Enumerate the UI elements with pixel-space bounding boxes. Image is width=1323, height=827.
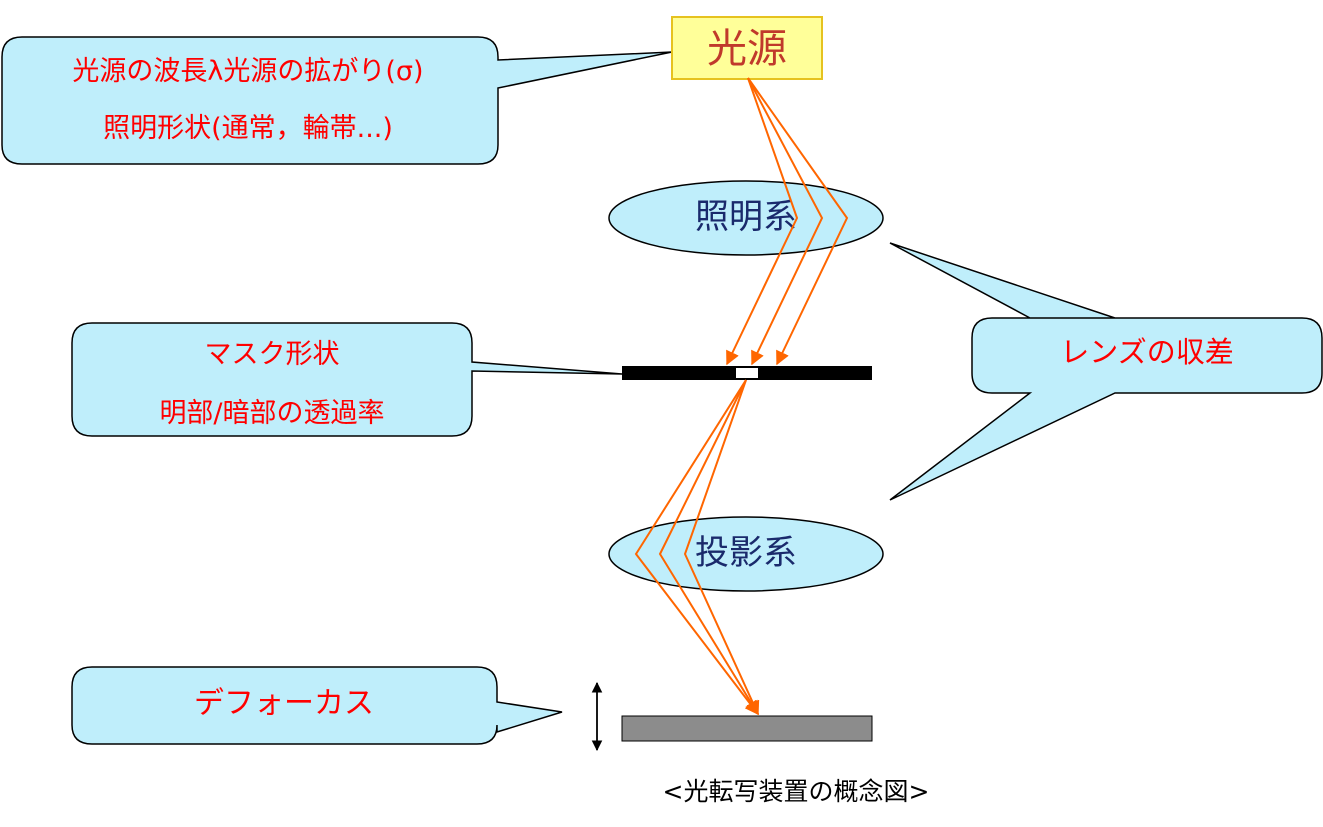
projection-lens	[608, 516, 884, 592]
illumination-ray-2	[747, 77, 824, 366]
light-source-box	[671, 16, 823, 80]
illumination-rays	[726, 77, 849, 366]
defocus-callout-text: デフォーカス	[194, 686, 374, 721]
illumination-lens-label: 照明系	[695, 197, 797, 237]
projection-ray-3	[683, 379, 760, 716]
light-source-callout	[1, 36, 673, 165]
mask-opening	[736, 368, 758, 378]
light-source-callout-line2: 照明形状(通常，輪帯...)	[103, 113, 393, 144]
projection-ray-1	[634, 379, 759, 716]
illumination-ray-1	[726, 77, 799, 366]
wafer-plate	[621, 715, 873, 742]
illumination-ray-3	[747, 77, 849, 366]
projection-rays	[634, 379, 760, 716]
projection-ray-2	[658, 379, 759, 716]
light-source-label: 光源	[707, 26, 787, 72]
mask-callout-line2: 明部/暗部の透過率	[159, 398, 384, 429]
lens-aberration-callout	[889, 242, 1323, 501]
light-source-callout-line1: 光源の波長λ光源の拡がり(σ)	[72, 56, 423, 87]
diagram-caption: <光転写装置の概念図>	[663, 777, 930, 806]
defocus-callout	[71, 666, 563, 745]
mask-callout	[71, 322, 623, 437]
projection-lens-label: 投影系	[695, 533, 797, 573]
illumination-lens	[608, 180, 884, 256]
lens-aberration-callout-text: レンズの収差	[1060, 335, 1233, 369]
mask-callout-line1: マスク形状	[205, 339, 340, 370]
